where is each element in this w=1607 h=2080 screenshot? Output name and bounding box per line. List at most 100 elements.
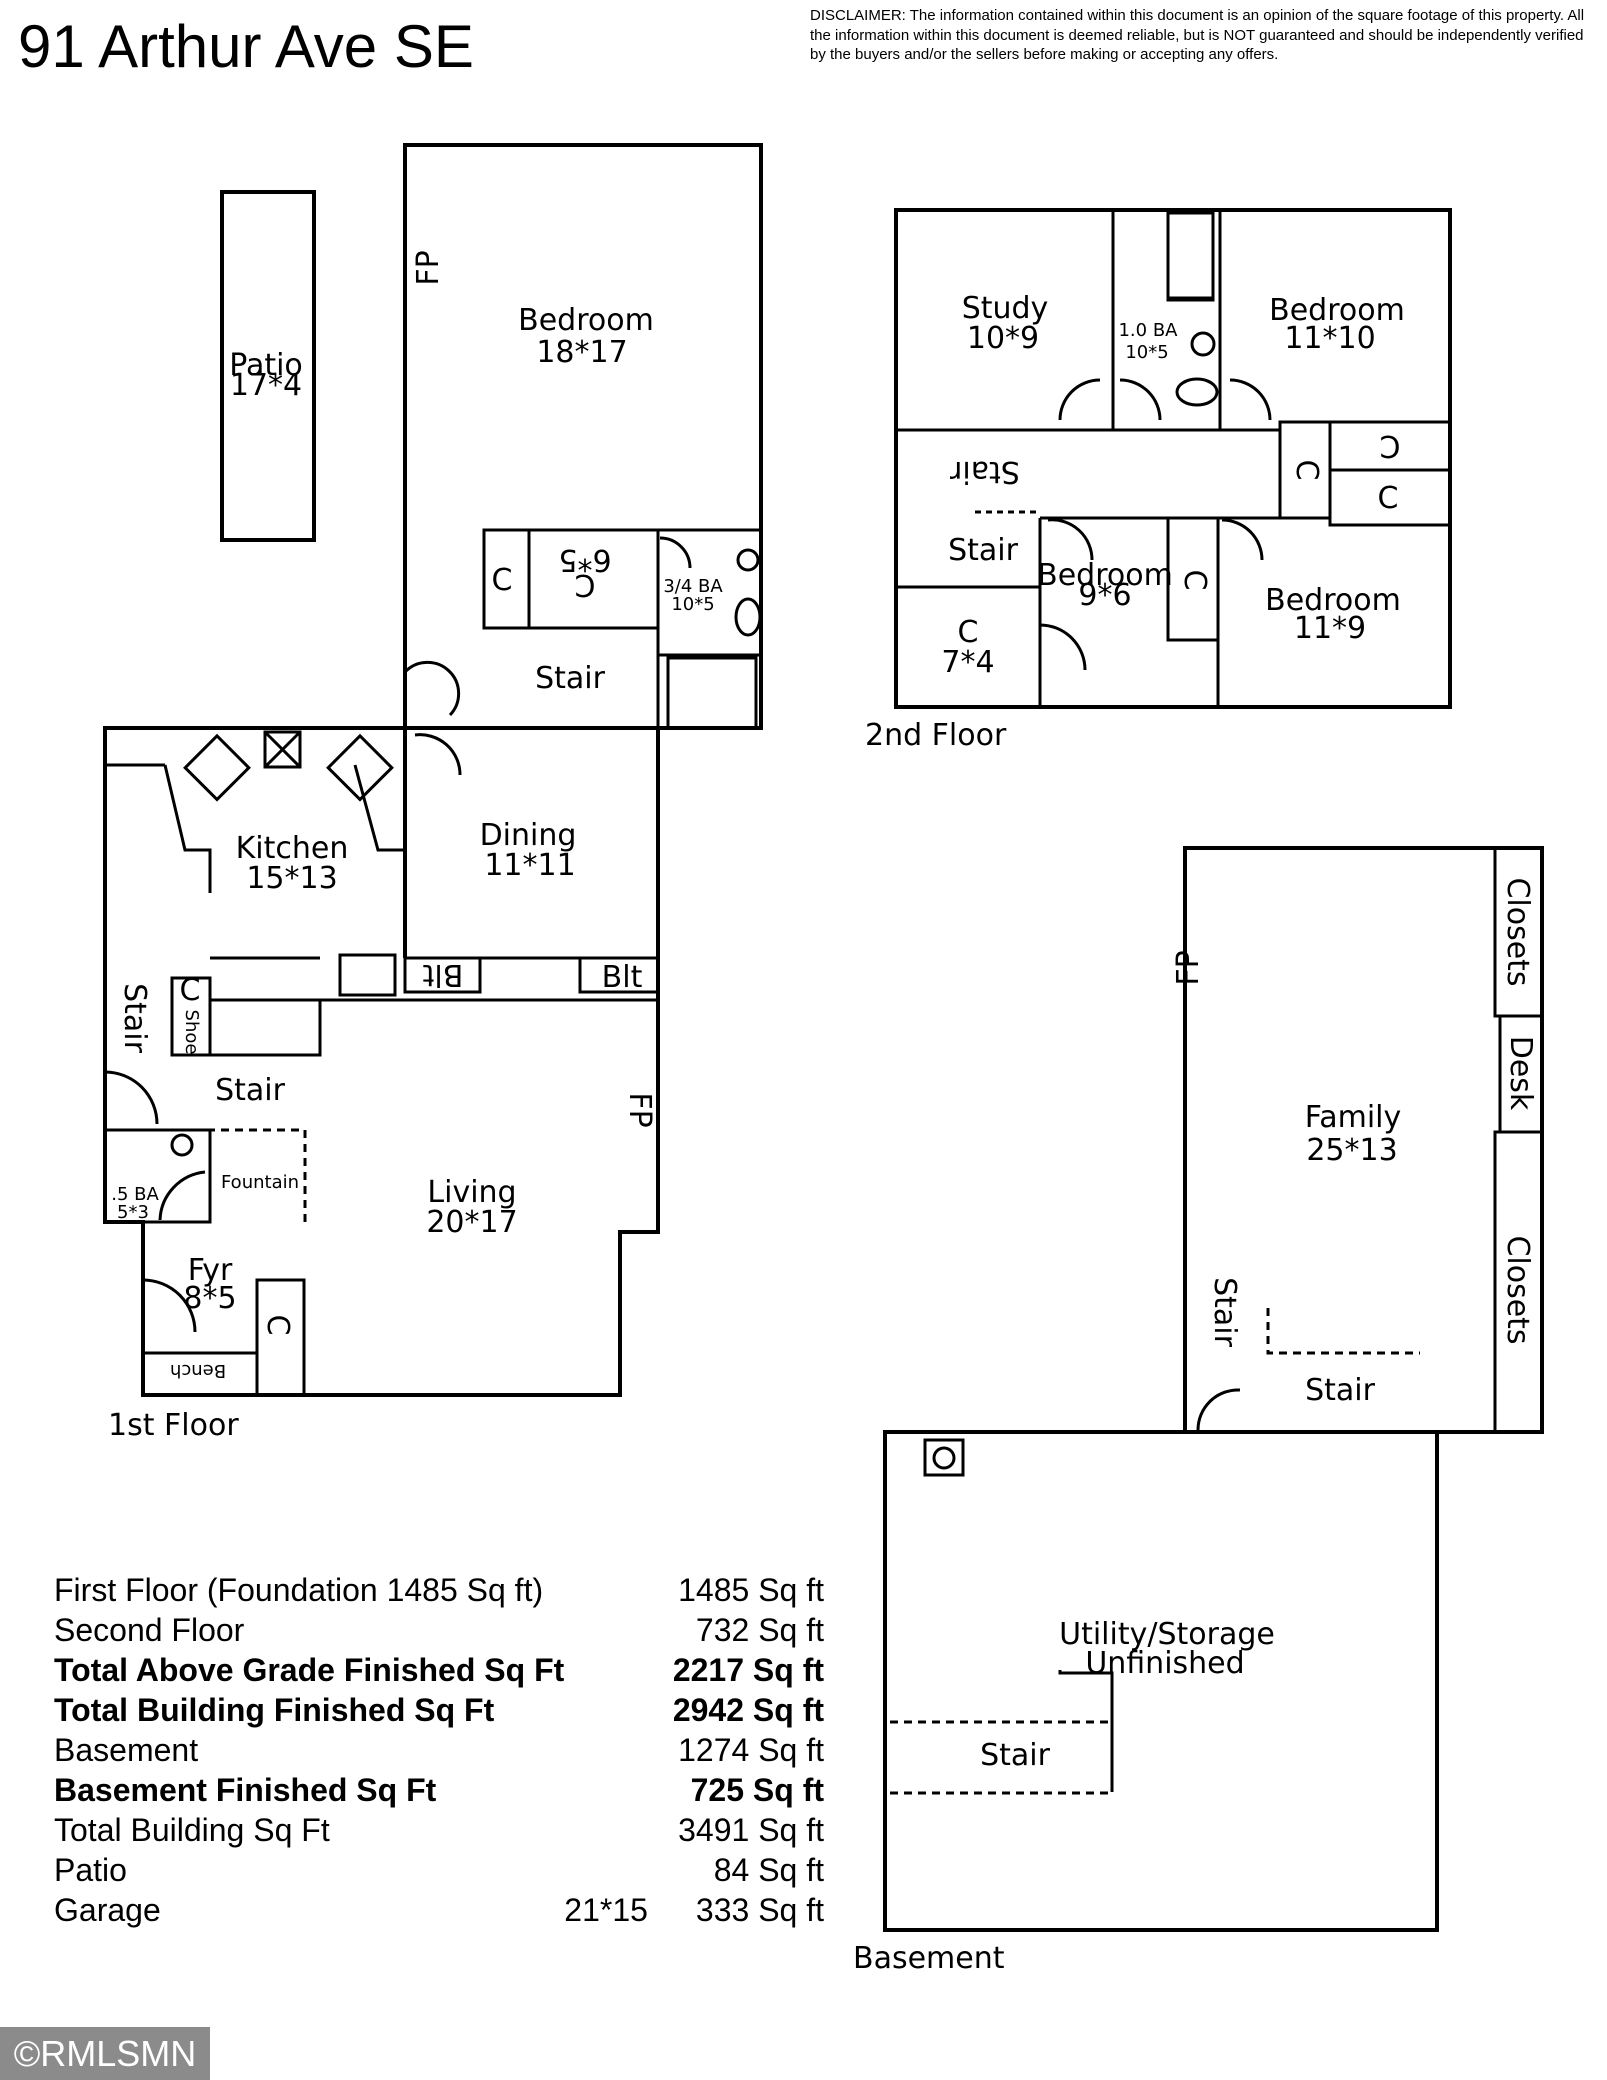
three-quarter-bath-dims: 10*5: [671, 594, 714, 615]
living-dims: 20*17: [426, 1205, 517, 1240]
bedroom-small-label: Bedroom: [1037, 558, 1173, 593]
bedroom-ne-dims: 11*10: [1284, 321, 1375, 356]
sqft-value: 2942 Sq ft: [672, 1692, 824, 1728]
bedroom-ne-label: Bedroom: [1269, 293, 1405, 328]
living-label: Living: [427, 1175, 516, 1210]
bedroom-wing-walls: [403, 143, 763, 730]
sqft-extra: [564, 1730, 673, 1770]
study-label: Study: [962, 291, 1049, 326]
sqft-label: Total Building Sq Ft: [54, 1812, 330, 1848]
patio-label: Patio: [229, 348, 303, 383]
bedroom-label: Bedroom: [518, 303, 654, 338]
built-in-left-label: Blt: [422, 957, 463, 992]
family-label: Family: [1305, 1100, 1402, 1135]
sqft-extra: [564, 1650, 673, 1690]
sqft-label: Total Building Finished Sq Ft: [54, 1692, 495, 1728]
stair-2f-upper-label: Stair: [949, 454, 1020, 489]
foyer-closet-label: C: [260, 1315, 295, 1336]
sqft-label: First Floor (Foundation 1485 Sq ft): [54, 1572, 544, 1608]
closet-dims: 6*5: [558, 542, 611, 577]
dining-label: Dining: [480, 818, 577, 853]
patio-outline: [220, 190, 316, 542]
family-stair-label: Stair: [1305, 1373, 1376, 1408]
basement-utility-outline: [883, 1430, 1439, 1932]
disclaimer-text: DISCLAIMER: The information contained wi…: [810, 7, 1585, 63]
sqft-row: Patio 84 Sq ft: [54, 1850, 824, 1890]
sqft-row: First Floor (Foundation 1485 Sq ft) 1485 …: [54, 1570, 824, 1610]
half-bath-label: .5 BA: [111, 1184, 159, 1205]
family-stair-side-label: Stair: [1207, 1277, 1242, 1348]
sqft-extra: [564, 1610, 673, 1650]
sqft-extra: [564, 1570, 673, 1610]
patio-dims: 17*4: [230, 368, 302, 403]
utility-status: Unfinished: [1085, 1646, 1244, 1681]
family-dims: 25*13: [1306, 1133, 1397, 1168]
kitchen-label: Kitchen: [236, 831, 349, 866]
stair-closet-label: C: [180, 973, 201, 1008]
utility-label: Utility/Storage: [1059, 1617, 1275, 1652]
sqft-extra: 21*15: [564, 1892, 648, 1928]
bench-label: Bench: [170, 1360, 226, 1381]
sqft-extra: [564, 1850, 673, 1890]
mls-watermark: ©RMLSMN: [0, 2027, 210, 2080]
living-fireplace-label: FP: [622, 1092, 657, 1127]
stair-2f-lower-label: Stair: [948, 533, 1019, 568]
sqft-extra: [564, 1810, 673, 1850]
kitchen-dims: 15*13: [246, 861, 337, 896]
dining-dims: 11*11: [484, 848, 575, 883]
three-quarter-bath-label: 3/4 BA: [663, 576, 723, 597]
utility-stair-label: Stair: [980, 1738, 1051, 1773]
sqft-extra: [564, 1690, 673, 1730]
desk-label: Desk: [1503, 1036, 1538, 1111]
main-stair-label: Stair: [215, 1073, 286, 1108]
sqft-value: 333 Sq ft: [695, 1892, 824, 1928]
sqft-row: Basement 1274 Sq ft: [54, 1730, 824, 1770]
bedroom-se-dims: 11*9: [1294, 611, 1366, 646]
built-in-right-label: Blt: [602, 960, 643, 995]
side-stair-label: Stair: [117, 983, 152, 1054]
basement-label: Basement: [853, 1941, 1005, 1976]
bedroom-small-dims: 9*6: [1078, 578, 1131, 613]
bedroom-closet-2f-label: C: [1177, 570, 1212, 591]
sqft-row: Total Building Sq Ft 3491 Sq ft: [54, 1810, 824, 1850]
closets-lower-label: Closets: [1500, 1235, 1535, 1344]
closets-upper-label: Closets: [1500, 877, 1535, 986]
sqft-value: 2217 Sq ft: [672, 1652, 824, 1688]
sqft-value: 725 Sq ft: [690, 1772, 824, 1808]
sqft-value: 84 Sq ft: [713, 1852, 824, 1888]
basement-fireplace-label: FP: [1171, 950, 1206, 985]
hall-closet-label: C: [1289, 460, 1324, 481]
sqft-value: 1274 Sq ft: [678, 1732, 824, 1768]
sqft-value: 732 Sq ft: [695, 1612, 824, 1648]
appliance-icons: [170, 211, 1219, 1470]
closet-2f-label: C: [958, 615, 979, 650]
sqft-label: Total Above Grade Finished Sq Ft: [54, 1652, 565, 1688]
sqft-value: 1485 Sq ft: [678, 1572, 824, 1608]
sqft-label: Basement: [54, 1732, 199, 1768]
fountain-label: Fountain: [221, 1172, 299, 1193]
bedroom-se-label: Bedroom: [1265, 583, 1401, 618]
sqft-row: Total Building Finished Sq Ft 2942 Sq ft: [54, 1690, 824, 1730]
bedroom-closet-label: C: [492, 563, 513, 598]
shoe-storage-label: Shoe: [181, 1010, 202, 1055]
upper-stair-label: Stair: [535, 661, 606, 696]
bedroom-dims: 18*17: [536, 335, 627, 370]
sqft-label: Garage: [54, 1892, 161, 1928]
sqft-row: Total Above Grade Finished Sq Ft 2217 Sq …: [54, 1650, 824, 1690]
sqft-row: Garage 21*15 333 Sq ft: [54, 1890, 824, 1930]
bedroom-fireplace-label: FP: [411, 250, 446, 285]
first-floor-label: 1st Floor: [108, 1408, 239, 1443]
page-title: 91 Arthur Ave SE: [18, 13, 474, 80]
full-bath-dims: 10*5: [1125, 342, 1168, 363]
foyer-label: Fyr: [188, 1253, 233, 1288]
study-dims: 10*9: [967, 321, 1039, 356]
sqft-label: Patio: [54, 1852, 127, 1888]
linen-closet-2-label: C: [1378, 481, 1399, 516]
square-footage-table: First Floor (Foundation 1485 Sq ft) 1485 …: [54, 1570, 824, 1930]
sqft-value: 3491 Sq ft: [678, 1812, 824, 1848]
linen-closet-label: C: [1380, 428, 1401, 463]
closet-2f-dims: 7*4: [941, 645, 994, 680]
